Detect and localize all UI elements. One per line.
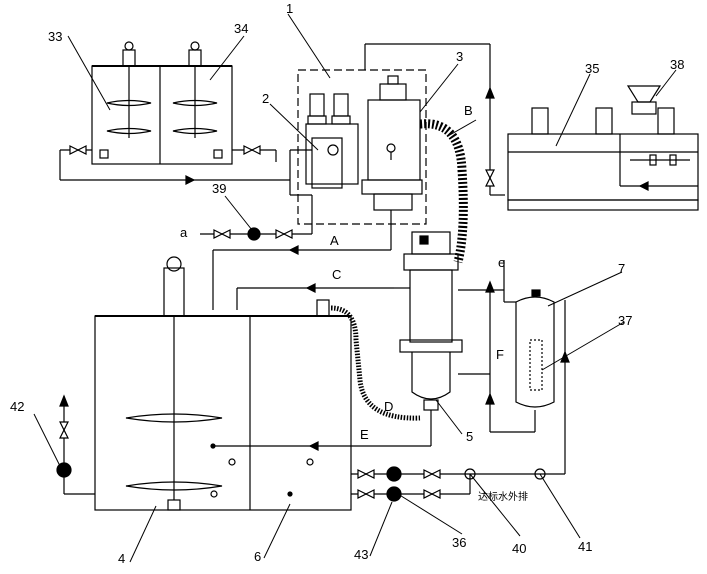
callout-34: 34 xyxy=(234,21,249,36)
flow-B: B xyxy=(464,103,473,118)
callout-5: 5 xyxy=(466,429,474,444)
inlet-line-a xyxy=(200,195,313,241)
flow-a: a xyxy=(180,225,188,240)
outlet-lines xyxy=(351,466,565,502)
flow-C: C xyxy=(332,267,342,282)
callout-33: 33 xyxy=(48,29,63,44)
flow-F: F xyxy=(496,347,504,362)
flow-A: A xyxy=(330,233,339,248)
callout-38: 38 xyxy=(670,57,685,72)
flow-D: D xyxy=(384,399,394,414)
callout-2: 2 xyxy=(262,91,270,106)
flow-E: E xyxy=(360,427,369,442)
callout-36: 36 xyxy=(452,535,467,550)
dosing-tank-33-34 xyxy=(59,41,290,185)
callout-40: 40 xyxy=(512,541,527,556)
tank-4-6 xyxy=(94,256,421,511)
separator-5 xyxy=(213,231,463,451)
filter-7 xyxy=(458,260,570,474)
callout-1: 1 xyxy=(286,1,294,16)
hose-B xyxy=(419,119,468,264)
pipe-to-35 xyxy=(364,43,505,196)
outlet-note: 达标水外排 xyxy=(478,492,528,503)
callout-6: 6 xyxy=(254,549,262,564)
pump-42 xyxy=(56,394,95,495)
treatment-unit-1 xyxy=(212,69,427,310)
callout-7: 7 xyxy=(618,261,626,276)
callout-3: 3 xyxy=(456,49,464,64)
callout-41: 41 xyxy=(578,539,593,554)
callout-4: 4 xyxy=(118,551,126,566)
callout-42: 42 xyxy=(10,399,25,414)
callout-35: 35 xyxy=(585,61,600,76)
callout-39: 39 xyxy=(212,181,227,196)
callout-43: 43 xyxy=(354,547,369,562)
flow-e: e xyxy=(498,255,506,270)
dosing-unit-35-38 xyxy=(507,85,699,211)
leader-lines xyxy=(33,13,677,563)
callout-37: 37 xyxy=(618,313,633,328)
